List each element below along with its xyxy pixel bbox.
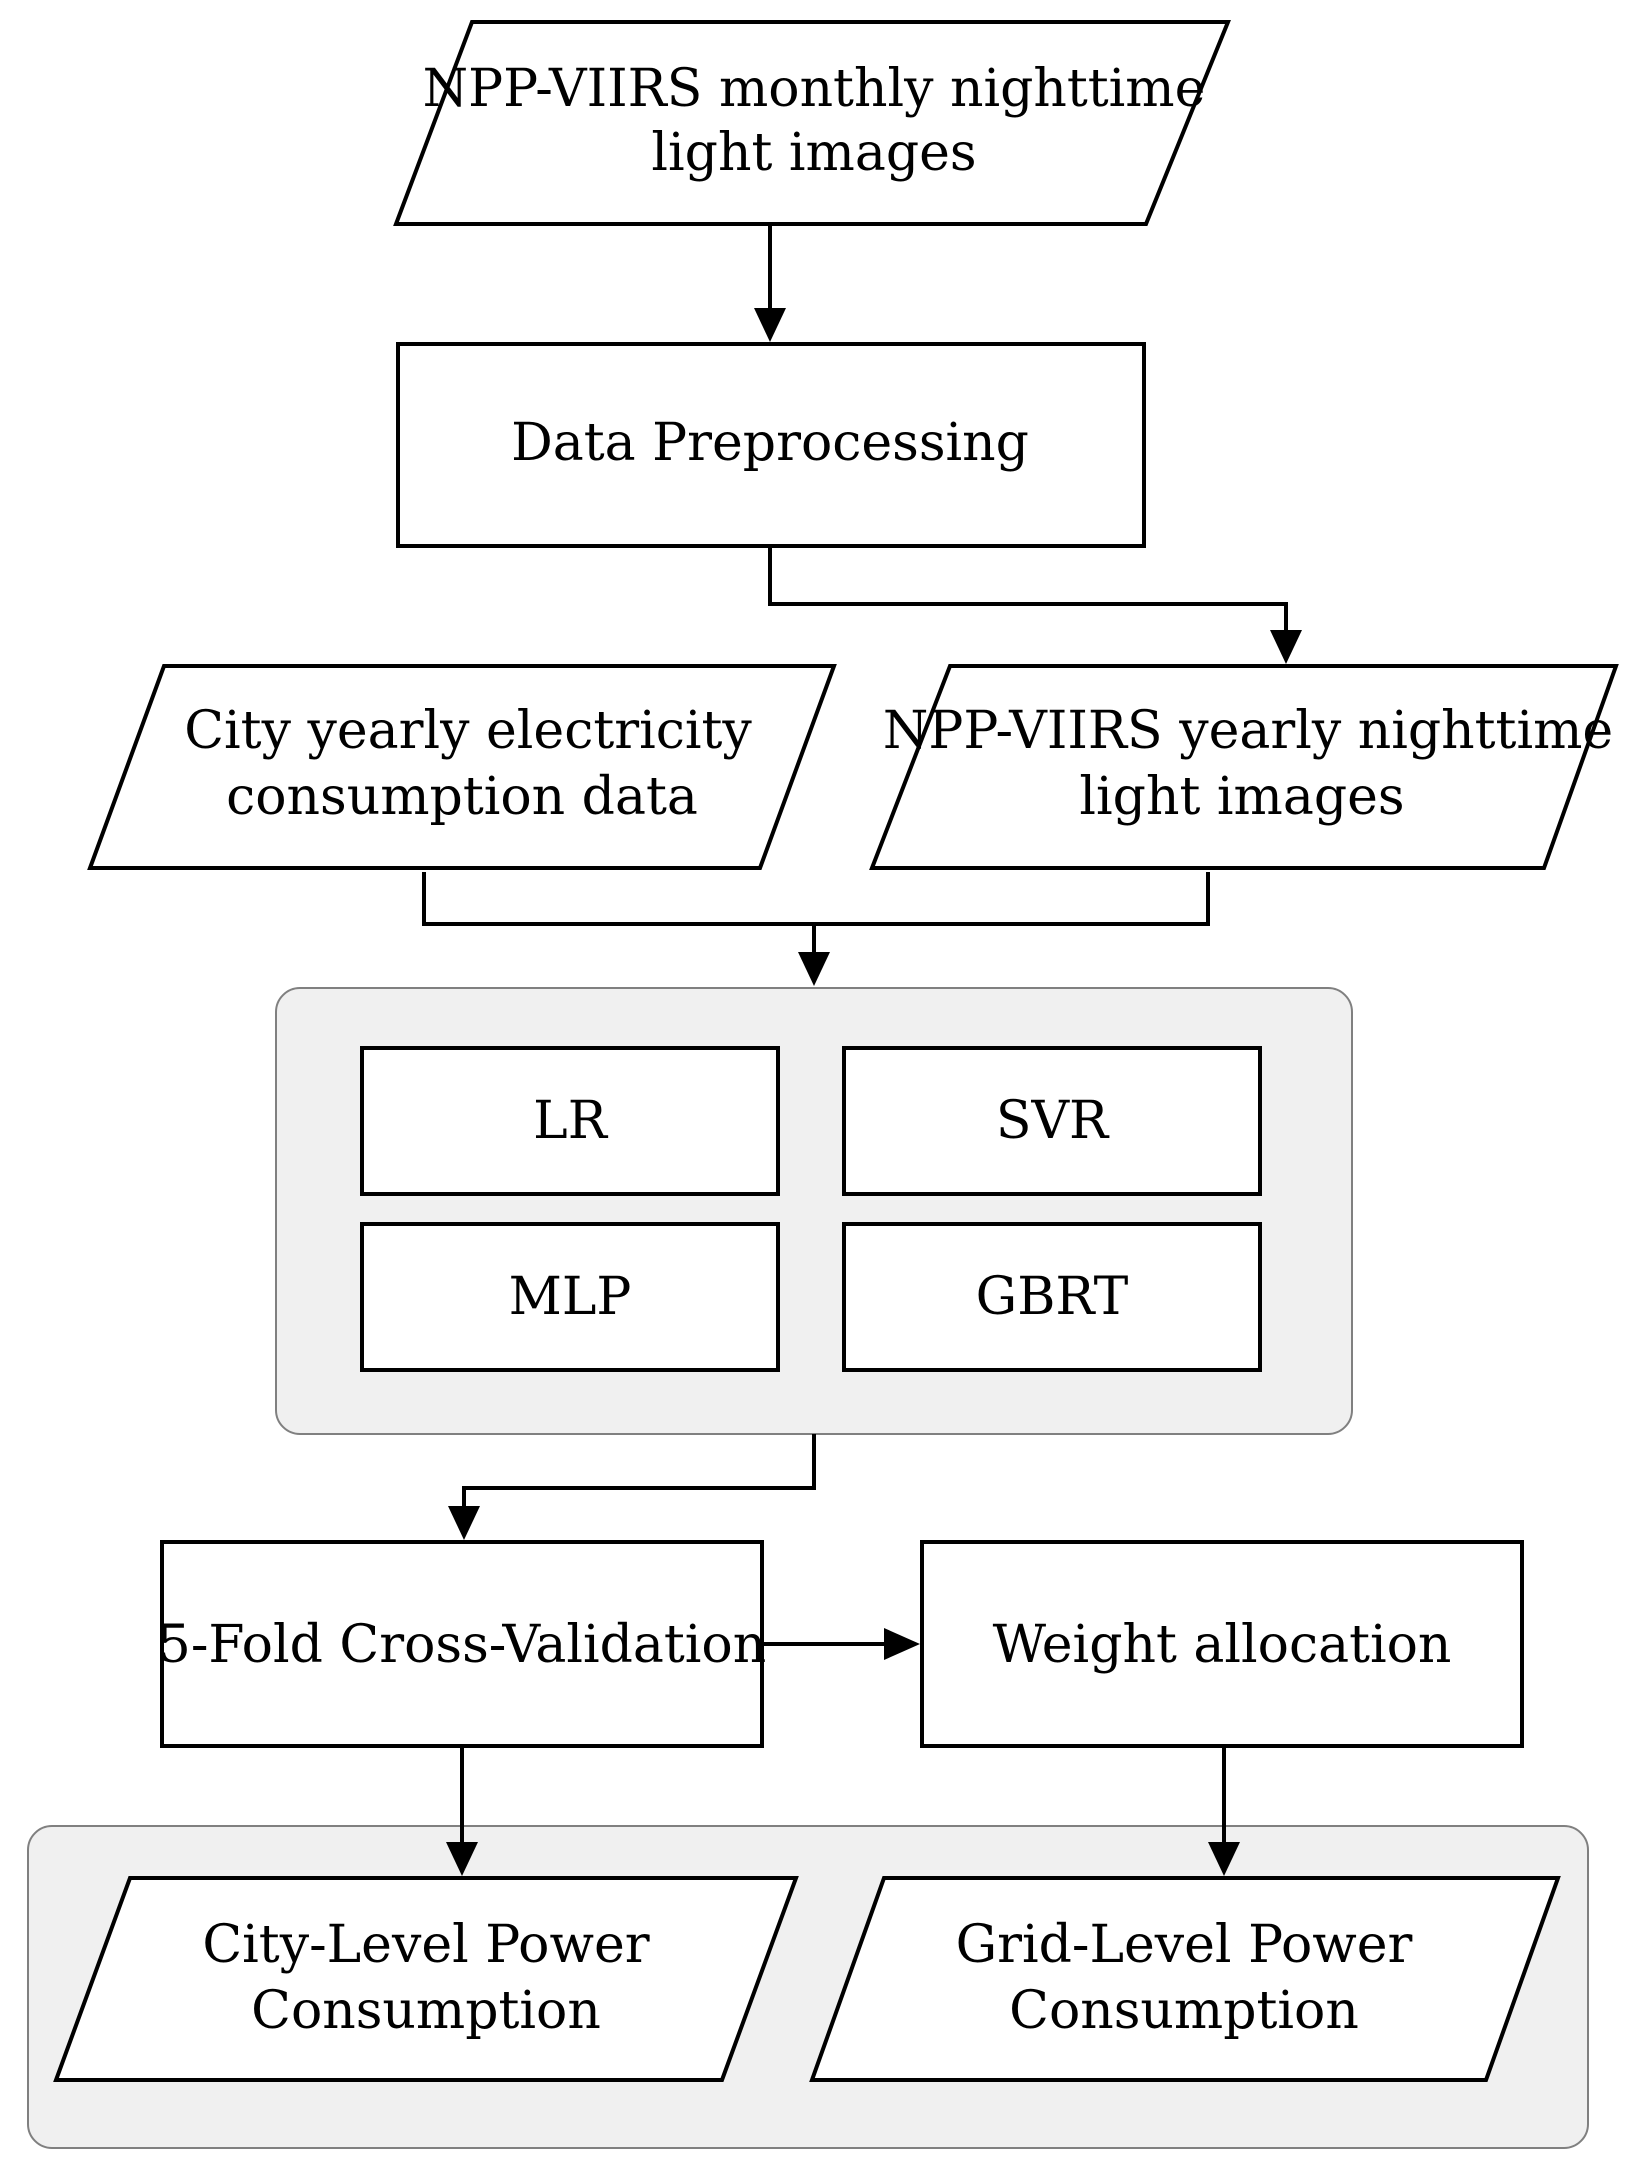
rectangle-shape	[360, 1222, 780, 1372]
node-model-svr: SVR	[842, 1046, 1262, 1196]
arrowhead-preprocessing	[754, 308, 786, 342]
rectangle-shape	[920, 1540, 1524, 1748]
node-monthly-nighttime-images: NPP-VIIRS monthly nighttime light images	[393, 20, 1231, 226]
arrowhead-yearly	[1270, 630, 1302, 664]
connectors	[422, 226, 1302, 1876]
node-city-level-output: City-Level Power Consumption	[53, 1876, 799, 2082]
node-label-line1: City-Level Power	[202, 1915, 649, 1975]
node-model-mlp: MLP	[360, 1222, 780, 1372]
node-label: 5-Fold Cross-Validation	[158, 1615, 766, 1675]
rectangle-shape	[842, 1046, 1262, 1196]
node-label-line1: NPP-VIIRS monthly nighttime	[423, 59, 1206, 119]
arrowhead-city-output	[446, 1842, 478, 1876]
parallelogram-shape	[393, 20, 1231, 226]
arrowhead-models	[798, 952, 830, 986]
node-label-line1: Grid-Level Power	[956, 1915, 1413, 1975]
node-label-line2: light images	[651, 123, 976, 183]
node-model-lr: LR	[360, 1046, 780, 1196]
node-label: Weight allocation	[993, 1615, 1452, 1675]
arrow-preprocessing-to-yearly	[768, 546, 1288, 632]
parallelogram-shape	[809, 1876, 1561, 2082]
node-model-gbrt: GBRT	[842, 1222, 1262, 1372]
node-cross-validation: 5-Fold Cross-Validation	[158, 1540, 766, 1748]
parallelogram-shape	[869, 664, 1619, 870]
node-label: GBRT	[976, 1267, 1129, 1327]
node-label-line2: Consumption	[251, 1981, 601, 2041]
node-data-preprocessing: Data Preprocessing	[396, 342, 1146, 548]
node-weight-allocation: Weight allocation	[920, 1540, 1524, 1748]
node-label: LR	[533, 1091, 609, 1151]
node-label: SVR	[996, 1091, 1110, 1151]
arrow-models-to-cv	[462, 1434, 816, 1508]
node-yearly-nighttime-images: NPP-VIIRS yearly nighttime light images	[869, 664, 1619, 870]
parallelogram-shape	[87, 664, 837, 870]
connector-inputs-merge	[422, 872, 1210, 926]
rectangle-shape	[360, 1046, 780, 1196]
node-label-line2: Consumption	[1009, 1981, 1359, 2041]
node-label-line1: NPP-VIIRS yearly nighttime	[883, 701, 1613, 761]
arrowhead-weight	[884, 1628, 920, 1660]
node-label-line2: consumption data	[226, 767, 698, 827]
arrowhead-cv	[448, 1506, 480, 1540]
node-label: Data Preprocessing	[511, 413, 1029, 473]
rectangle-shape	[842, 1222, 1262, 1372]
node-label-line1: City yearly electricity	[184, 701, 752, 761]
node-label: MLP	[509, 1267, 632, 1327]
parallelogram-shape	[53, 1876, 799, 2082]
node-city-yearly-electricity-data: City yearly electricity consumption data	[87, 664, 837, 870]
rectangle-shape	[160, 1540, 764, 1748]
node-label-line2: light images	[1079, 767, 1404, 827]
node-grid-level-output: Grid-Level Power Consumption	[809, 1876, 1561, 2082]
rectangle-shape	[396, 342, 1146, 548]
arrowhead-grid-output	[1208, 1842, 1240, 1876]
